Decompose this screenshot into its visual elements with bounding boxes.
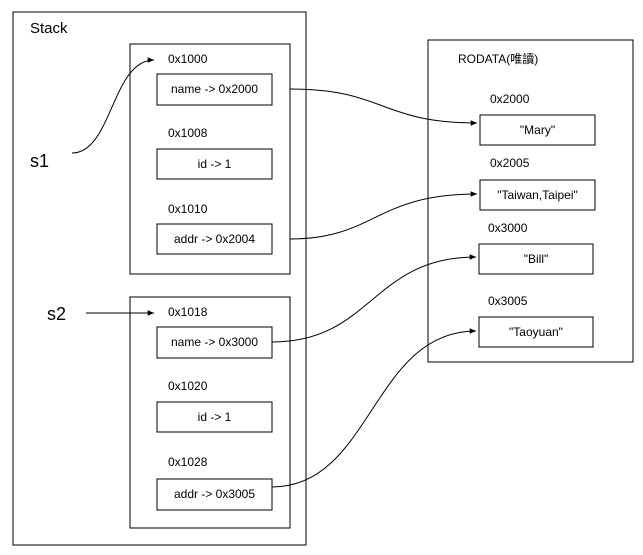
struct-s2: 0x1018 name -> 0x3000 0x1020 id -> 1 0x1… — [129, 296, 291, 529]
rodata-entry-address: 0x3000 — [488, 221, 528, 235]
s1-field-box — [156, 148, 273, 180]
s2-field-content: id -> 1 — [198, 410, 232, 424]
rodata-entry-value: "Bill" — [524, 252, 549, 266]
s2-field-box — [156, 401, 273, 433]
rodata-entry-value: "Taiwan,Taipei" — [497, 188, 578, 202]
s2-variable-label: s2 — [47, 304, 66, 324]
stack-title: Stack — [30, 20, 68, 37]
rodata-title: RODATA(唯讀) — [458, 52, 538, 66]
s2-field-content: name -> 0x3000 — [171, 335, 258, 349]
rodata-entry-value: "Taoyuan" — [509, 325, 563, 339]
s2-name-to-rodata-arrow — [271, 254, 477, 343]
s1-field-address: 0x1010 — [168, 202, 208, 216]
rodata-entry-value: "Mary" — [520, 123, 555, 137]
s2-field-content: addr -> 0x3005 — [174, 487, 255, 501]
rodata-entry-box — [478, 316, 594, 348]
s1-field-address: 0x1000 — [168, 52, 208, 66]
s2-field-box — [156, 478, 273, 511]
s1-field-content: name -> 0x2000 — [171, 82, 258, 96]
rodata-entry-address: 0x2005 — [490, 156, 530, 170]
s1-pointer-arrow — [71, 57, 155, 154]
rodata-entry-box — [478, 243, 594, 275]
s1-field-content: addr -> 0x2004 — [174, 232, 255, 246]
s1-field-box — [156, 223, 273, 255]
s1-field-content: id -> 1 — [198, 157, 232, 171]
rodata-entry-box — [479, 179, 596, 211]
s1-variable-label: s1 — [30, 151, 49, 171]
s2-field-address: 0x1018 — [168, 305, 208, 319]
rodata-entry-address: 0x3005 — [488, 294, 528, 308]
s1-name-to-rodata-arrow — [289, 88, 478, 126]
rodata-entry-address: 0x2000 — [490, 92, 530, 106]
s2-field-address: 0x1028 — [168, 455, 208, 469]
rodata-region: RODATA(唯讀) 0x2000 "Mary" 0x2005 "Taiwan,… — [427, 39, 634, 363]
s1-addr-to-rodata-arrow — [289, 191, 478, 240]
s2-field-box — [156, 326, 273, 359]
rodata-entry-box — [479, 114, 596, 146]
s2-addr-to-rodata-arrow — [271, 328, 477, 488]
s1-field-address: 0x1008 — [168, 126, 208, 140]
s2-field-address: 0x1020 — [168, 379, 208, 393]
s1-field-box — [156, 73, 273, 106]
struct-s1: 0x1000 name -> 0x2000 0x1008 id -> 1 0x1… — [129, 43, 291, 275]
